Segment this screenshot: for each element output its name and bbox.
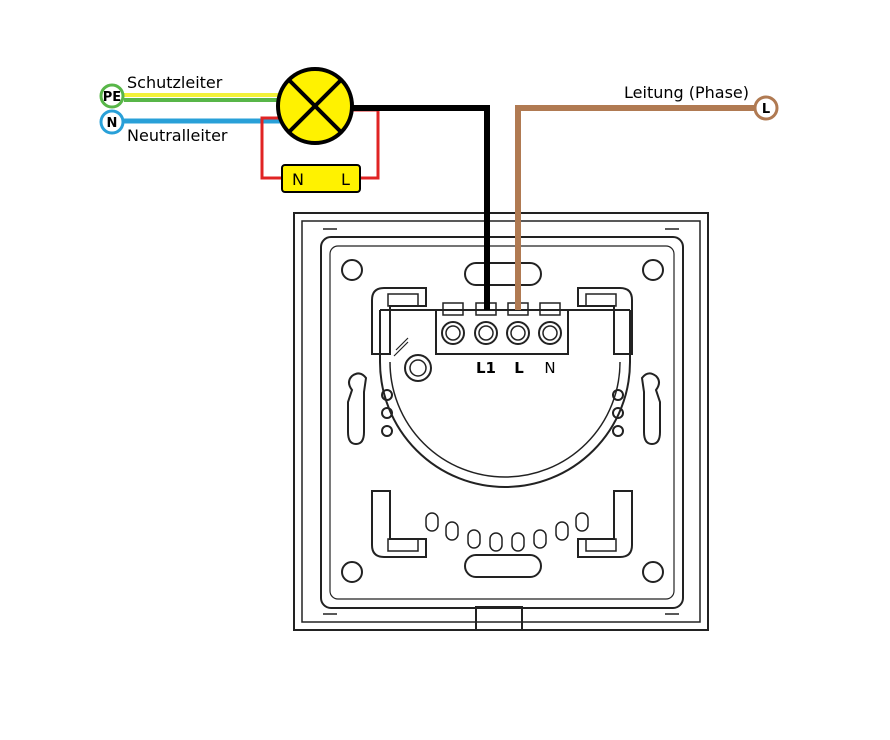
top-slot [464,262,542,286]
terminal-label-n: N [544,359,555,377]
bottom-notch [475,606,523,631]
phase-wire [515,105,756,310]
pe-badge: PE [99,83,125,109]
plate-recess [320,236,684,609]
pe-badge-text: PE [103,90,121,105]
terminal-label-l1: L1 [476,359,496,377]
screw-hole-br [642,561,664,583]
module-screw [404,354,432,382]
screw-hole-bl [341,561,363,583]
neutral-label: Neutralleiter [127,126,228,145]
right-keyhole [640,372,661,446]
terminal-screws [441,321,562,345]
driver-box [281,164,361,193]
pe-label: Schutzleiter [127,73,223,92]
driver-label-l: L [341,170,350,189]
plate-inner-frame [301,220,701,623]
plate-recess-inner [329,245,675,600]
neutral-badge: N [99,109,125,135]
driver-label-n: N [292,170,304,189]
switched-wire [352,105,490,310]
clip-br [577,490,633,558]
clip-tl [371,287,427,355]
bottom-slot [464,554,542,578]
terminal-label-l: L [514,359,524,377]
screw-hole-tr [642,259,664,281]
switch-back-plate [293,212,709,631]
module-round-body [379,361,631,488]
lamp-symbol [276,67,354,145]
phase-label: Leitung (Phase) [624,83,749,102]
phase-badge: L [753,95,779,121]
clip-tr [577,287,633,355]
left-keyhole [347,372,368,446]
screw-hole-tl [341,259,363,281]
clip-bl [371,490,427,558]
neutral-badge-text: N [107,116,118,131]
terminal-block [435,309,569,355]
phase-badge-text: L [762,102,770,117]
